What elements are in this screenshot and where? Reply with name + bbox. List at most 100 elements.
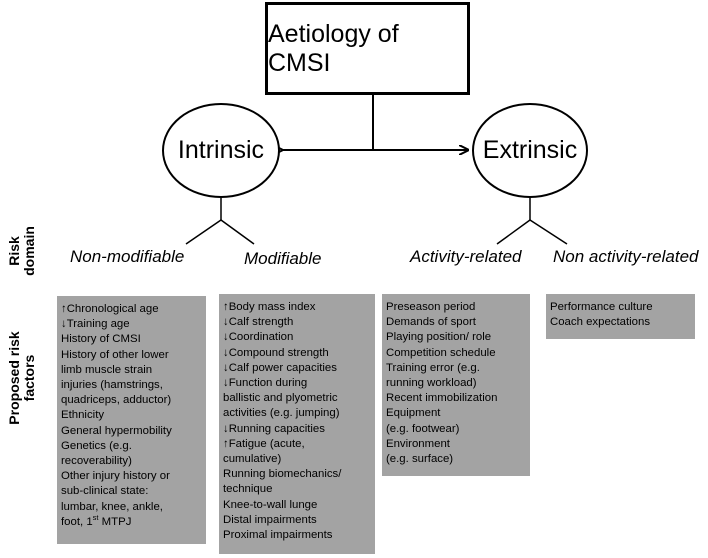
- risk-factor-text: History of other lower: [61, 348, 169, 361]
- risk-factor-text: Recent immobilization: [386, 392, 498, 405]
- risk-factor-item: (e.g. surface): [386, 452, 530, 467]
- risk-factor-item: Training error (e.g.: [386, 361, 530, 376]
- risk-factor-text: Knee-to-wall lunge: [223, 498, 318, 511]
- risk-factor-text: Preseason period: [386, 301, 476, 313]
- domain-non-activity-related: Non activity-related: [553, 247, 699, 266]
- risk-factor-text: Other injury history or: [61, 470, 170, 483]
- risk-factor-item: ↓Function during: [223, 376, 375, 391]
- risk-factor-text: Compound strength: [228, 346, 329, 359]
- risk-factor-text: recoverability): [61, 455, 132, 468]
- title-box: Aetiology of CMSI: [265, 2, 470, 95]
- risk-factor-text: Function during: [228, 377, 308, 390]
- risk-factor-item: ↓Calf strength: [223, 315, 375, 330]
- risk-domain-row-label: Risk domain: [6, 226, 37, 276]
- risk-factor-text: sub-clinical state:: [61, 485, 149, 498]
- risk-factor-text: technique: [223, 483, 273, 496]
- risk-factor-text: lumbar, knee, ankle,: [61, 500, 163, 513]
- risk-factor-item: quadriceps, adductor): [61, 393, 206, 408]
- risk-factor-text: Fatigue (acute,: [228, 437, 305, 450]
- arrow-up-icon: ↑: [223, 437, 229, 450]
- risk-factor-item: Running biomechanics/: [223, 467, 375, 482]
- risk-factor-item: Recent immobilization: [386, 391, 530, 406]
- risk-factor-item: ↓Training age: [61, 317, 206, 332]
- risk-factor-item: cumulative): [223, 452, 375, 467]
- risk-factor-item: limb muscle strain: [61, 363, 206, 378]
- intrinsic-label: Intrinsic: [177, 136, 265, 164]
- domain-activity-related: Activity-related: [410, 247, 522, 266]
- risk-factor-text: Performance culture: [550, 301, 653, 313]
- risk-factor-text: Body mass index: [228, 301, 316, 313]
- risk-factor-text: Chronological age: [66, 303, 159, 315]
- proposed-risk-factors-row-label: Proposed risk factors: [6, 331, 37, 425]
- risk-factor-item: ↑Fatigue (acute,: [223, 437, 375, 452]
- arrow-down-icon: ↓: [223, 331, 229, 344]
- risk-factor-item: technique: [223, 482, 375, 497]
- risk-factor-text: Distal impairments: [223, 513, 317, 526]
- risk-factor-superscript: st: [92, 513, 99, 523]
- risk-factor-text: Proximal impairments: [223, 529, 333, 542]
- risk-factor-text: running workload): [386, 377, 477, 390]
- risk-factor-text: quadriceps, adductor): [61, 394, 172, 407]
- risk-factor-item: Performance culture: [550, 300, 695, 315]
- risk-factor-text: Training error (e.g.: [386, 361, 480, 374]
- risk-factor-item: Competition schedule: [386, 346, 530, 361]
- risk-factor-item: Environment: [386, 437, 530, 452]
- risk-factor-text: Demands of sport: [386, 316, 476, 329]
- intrinsic-node: Intrinsic: [162, 103, 280, 198]
- risk-factor-item: ballistic and plyometric: [223, 391, 375, 406]
- risk-factor-item: Demands of sport: [386, 315, 530, 330]
- risk-factor-text: foot, 1: [61, 515, 93, 528]
- risk-factor-text: Running biomechanics/: [223, 468, 342, 481]
- risk-factor-item: ↓Coordination: [223, 330, 375, 345]
- intrinsic-branch-right: [220, 219, 255, 245]
- diagram-title: Aetiology of CMSI: [268, 19, 399, 77]
- arrow-down-icon: ↓: [61, 318, 67, 331]
- risk-factor-item: injuries (hamstrings,: [61, 378, 206, 393]
- arrow-up-icon: ↑: [223, 301, 229, 313]
- arrow-down-icon: ↓: [223, 316, 229, 329]
- risk-factor-item: Distal impairments: [223, 513, 375, 528]
- risk-factor-text: activities (e.g. jumping): [223, 407, 340, 420]
- arrow-up-icon: ↑: [61, 303, 67, 315]
- risk-factor-text: injuries (hamstrings,: [61, 379, 163, 392]
- extrinsic-branch-left: [496, 219, 531, 245]
- risk-factor-item: running workload): [386, 376, 530, 391]
- risk-factor-text: ballistic and plyometric: [223, 392, 338, 405]
- risk-factor-item: Ethnicity: [61, 408, 206, 423]
- risk-factor-text: Coach expectations: [550, 316, 651, 329]
- risk-factor-item: ↑Chronological age: [61, 302, 206, 317]
- risk-factor-text: Calf power capacities: [228, 361, 337, 374]
- risk-factor-item: Knee-to-wall lunge: [223, 498, 375, 513]
- risk-factor-item: Playing position/ role: [386, 330, 530, 345]
- risk-factor-text: Environment: [386, 437, 450, 450]
- risk-factor-item: activities (e.g. jumping): [223, 406, 375, 421]
- risk-factor-text: cumulative): [223, 453, 282, 466]
- risk-factor-item: Proximal impairments: [223, 528, 375, 543]
- arrow-down-icon: ↓: [223, 346, 229, 359]
- risk-factor-text: Coordination: [228, 331, 294, 344]
- risk-factor-item: ↑Body mass index: [223, 300, 375, 315]
- risk-factor-item: History of other lower: [61, 348, 206, 363]
- risk-factor-text: Playing position/ role: [386, 331, 492, 344]
- risk-factor-text: Competition schedule: [386, 346, 496, 359]
- risk-factor-text: Ethnicity: [61, 409, 105, 422]
- intrinsic-branch-left: [185, 219, 222, 245]
- arrow-down-icon: ↓: [223, 361, 229, 374]
- risk-factor-text: (e.g. surface): [386, 453, 454, 466]
- risk-factor-item: Preseason period: [386, 300, 530, 315]
- risk-factor-text: Genetics (e.g.: [61, 439, 132, 452]
- risk-factor-item: ↓Calf power capacities: [223, 361, 375, 376]
- arrow-down-icon: ↓: [223, 422, 229, 435]
- risk-factor-item: Genetics (e.g.: [61, 439, 206, 454]
- risk-factor-item: Coach expectations: [550, 315, 695, 330]
- arrow-down-icon: ↓: [223, 377, 229, 390]
- risk-factor-item: General hypermobility: [61, 424, 206, 439]
- extrinsic-branch-right: [529, 219, 568, 245]
- risk-factor-item: Other injury history or: [61, 469, 206, 484]
- risk-factor-item: History of CMSI: [61, 332, 206, 347]
- risk-factor-text: Calf strength: [228, 316, 294, 329]
